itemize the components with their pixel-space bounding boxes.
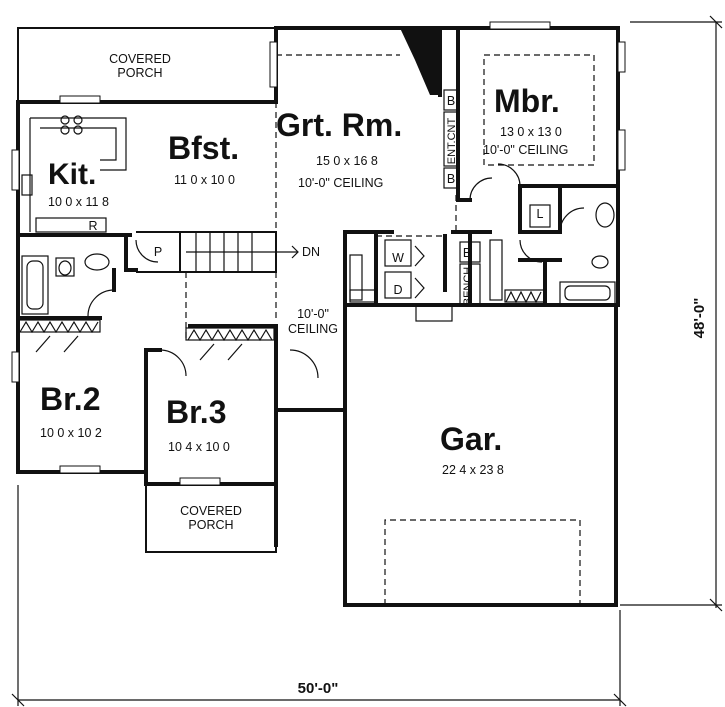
bedroom2-label: Br.2: [40, 381, 100, 417]
master-ceiling: 10'-0" CEILING: [483, 143, 568, 157]
bench-mark: BENCH: [462, 267, 474, 306]
bedroom2-size: 10 0 x 10 2: [40, 426, 102, 440]
dryer-mark: D: [393, 283, 402, 297]
mark-boxes: [443, 89, 551, 305]
porch-top-label-1: COVERED: [109, 52, 171, 66]
washer-mark: W: [392, 251, 404, 265]
hall-ceiling-2: CEILING: [288, 322, 338, 336]
kitchen-fixtures: [21, 115, 107, 233]
great-room-label: Grt. Rm.: [276, 107, 402, 143]
great-room-size: 15 0 x 16 8: [316, 154, 378, 168]
kitchen-size: 10 0 x 11 8: [48, 195, 109, 209]
breakfast-label: Bfst.: [168, 130, 239, 166]
linen-mark: L: [537, 207, 544, 221]
great-room-ceiling: 10'-0" CEILING: [298, 176, 383, 190]
entertainment-center-mark: ENT.CNT: [446, 118, 458, 165]
bedroom3-size: 10 4 x 10 0: [168, 440, 230, 454]
porch-top-label-2: PORCH: [117, 66, 162, 80]
bookcase-top-mark: B: [447, 94, 455, 108]
interior-walls: [16, 26, 620, 486]
range-mark: R: [88, 219, 97, 233]
depth-dimension: 48'-0": [691, 298, 708, 339]
bookcase-bottom-mark: B: [447, 172, 455, 186]
width-dimension: 50'-0": [298, 680, 339, 697]
master-size: 13 0 x 13 0: [500, 125, 562, 139]
bath1-fixtures: [21, 253, 110, 315]
laundry-appliances: [384, 239, 425, 299]
bedroom3-label: Br.3: [166, 394, 226, 430]
porch-front-label-2: PORCH: [188, 518, 233, 532]
dimension-lines: [11, 15, 723, 707]
garage-label: Gar.: [440, 421, 502, 457]
pantry-mark: P: [154, 245, 162, 259]
bench-b-mark: B: [463, 246, 471, 260]
hall-ceiling-1: 10'-0": [297, 307, 329, 321]
covered-porch-front: [145, 484, 277, 553]
breakfast-size: 11 0 x 10 0: [174, 173, 235, 187]
master-label: Mbr.: [494, 83, 560, 119]
dashed-lines: [185, 54, 595, 605]
stair-treads: [186, 232, 299, 272]
garage-size: 22 4 x 23 8: [442, 463, 504, 477]
stair-down-mark: DN: [302, 245, 320, 259]
master-bath-fixtures: [559, 202, 616, 305]
kitchen-label: Kit.: [48, 158, 96, 191]
doors: [35, 163, 585, 379]
windows: [11, 21, 626, 486]
closet-rods: [17, 239, 546, 342]
porch-front-label-1: COVERED: [180, 504, 242, 518]
